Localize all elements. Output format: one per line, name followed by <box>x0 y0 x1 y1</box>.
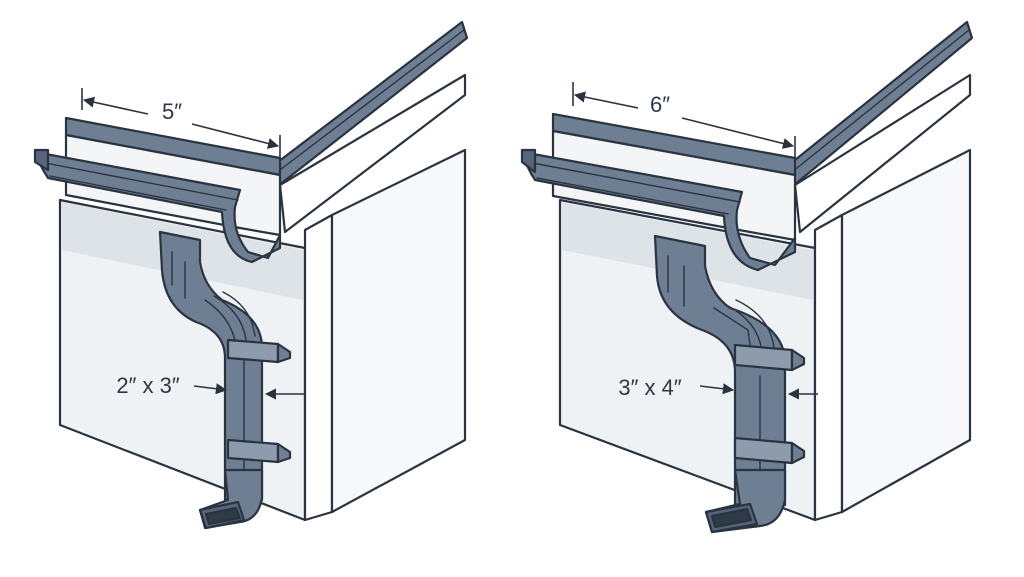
gutter-end-cap <box>33 148 50 172</box>
downspout-size-label: 3″ x 4″ <box>618 375 681 400</box>
downspout-bracket-lower <box>226 438 292 464</box>
house-wall-side <box>840 148 972 514</box>
gutter-panel-left: 5″ 2″ x 3″ <box>33 20 469 530</box>
downspout-bracket-lower <box>733 436 806 465</box>
gutter-size-label: 6″ <box>650 92 670 117</box>
downspout <box>653 234 787 534</box>
gutter-end-cap <box>520 148 537 174</box>
downspout-bracket-upper <box>733 343 806 372</box>
downspout <box>158 230 264 530</box>
fascia-board <box>278 73 467 234</box>
gutter-front-profile <box>520 150 797 272</box>
downspout-size-dimension <box>193 383 304 400</box>
gutter-width-dimension <box>572 82 796 162</box>
gutter-front-profile <box>33 150 282 264</box>
fascia-board <box>793 73 972 234</box>
downspout-bracket-upper <box>226 338 292 364</box>
gutter-panel-right: 6″ 3″ x 4″ <box>520 20 974 534</box>
corner-trim <box>303 213 334 522</box>
gutter-width-dimension <box>81 88 281 158</box>
downspout-size-dimension <box>699 383 818 400</box>
house-wall-side <box>330 148 467 514</box>
downspout-size-label: 2″ x 3″ <box>116 373 179 398</box>
corner-trim <box>813 213 844 522</box>
gutter-size-label: 5″ <box>162 99 182 124</box>
